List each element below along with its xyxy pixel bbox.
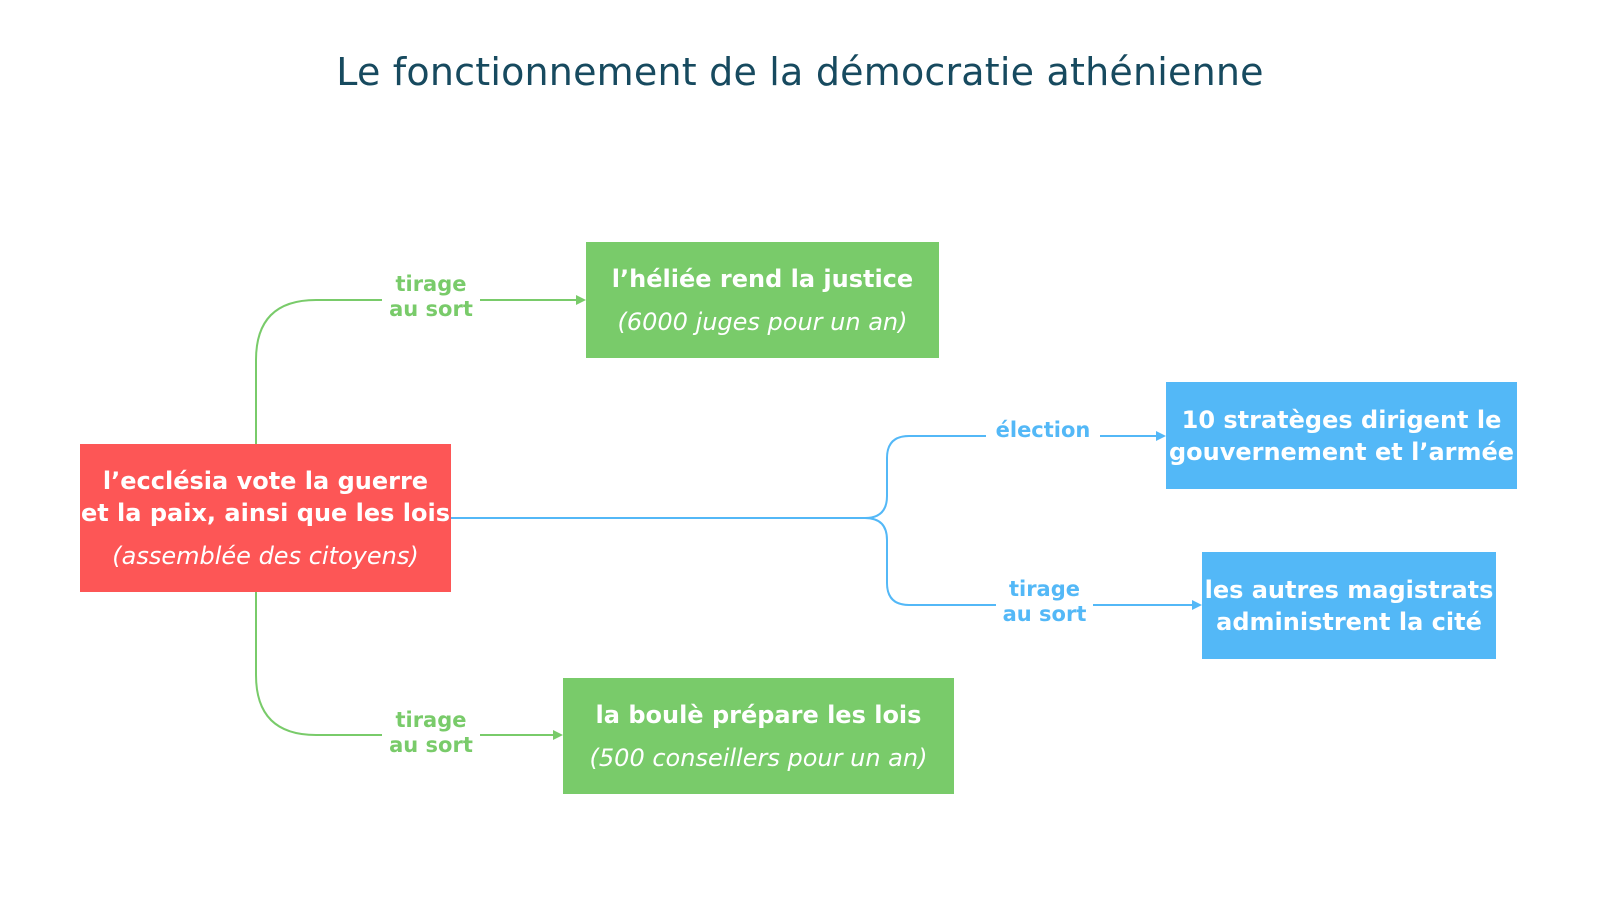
node-boule-title: la boulè prépare les lois [595,701,922,729]
edge-label-strateges: élection [986,418,1100,443]
node-magistrats: les autres magistrats administrent la ci… [1202,552,1496,659]
edge-label-heliee-line2: au sort [389,297,473,321]
node-ecclesia-title: l’ecclésia vote la guerre et la paix, ai… [81,465,450,529]
connector-boule [255,592,382,736]
node-heliee-title: l’héliée rend la justice [611,265,914,293]
edge-label-magistrats-line2: au sort [1002,602,1087,626]
node-ecclesia-line2: et la paix, ainsi que les lois [80,499,451,527]
diagram-title: Le fonctionnement de la démocratie athén… [336,50,1264,94]
node-heliee-subtitle: (6000 juges pour un an) [617,308,908,336]
node-strateges-line2: gouvernement et l’armée [1168,437,1515,466]
node-heliee: l’héliée rend la justice (6000 juges pou… [586,242,939,358]
node-ecclesia-line1: l’ecclésia vote la guerre [102,467,429,495]
node-strateges: 10 stratèges dirigent le gouvernement et… [1166,382,1517,489]
node-magistrats-line2: administrent la cité [1216,607,1482,636]
edge-label-heliee-line1: tirage [395,272,467,296]
edge-label-strateges-line1: élection [995,418,1091,442]
node-ecclesia-subtitle: (assemblée des citoyens) [112,542,419,570]
edge-label-boule-line2: au sort [389,733,473,757]
edge-label-boule: tirage au sort [382,708,480,758]
node-boule: la boulè prépare les lois (500 conseille… [563,678,954,794]
connector-heliee [255,299,382,444]
node-ecclesia: l’ecclésia vote la guerre et la paix, ai… [80,444,451,592]
edge-label-boule-line1: tirage [395,708,467,732]
node-strateges-line1: 10 stratèges dirigent le [1181,405,1502,434]
node-boule-subtitle: (500 conseillers pour un an) [589,744,928,772]
edge-label-magistrats: tirage au sort [996,577,1093,627]
brace-executive [864,435,996,606]
node-magistrats-line1: les autres magistrats [1204,575,1494,604]
edge-label-magistrats-line1: tirage [1008,577,1081,601]
edge-label-heliee: tirage au sort [382,272,480,322]
